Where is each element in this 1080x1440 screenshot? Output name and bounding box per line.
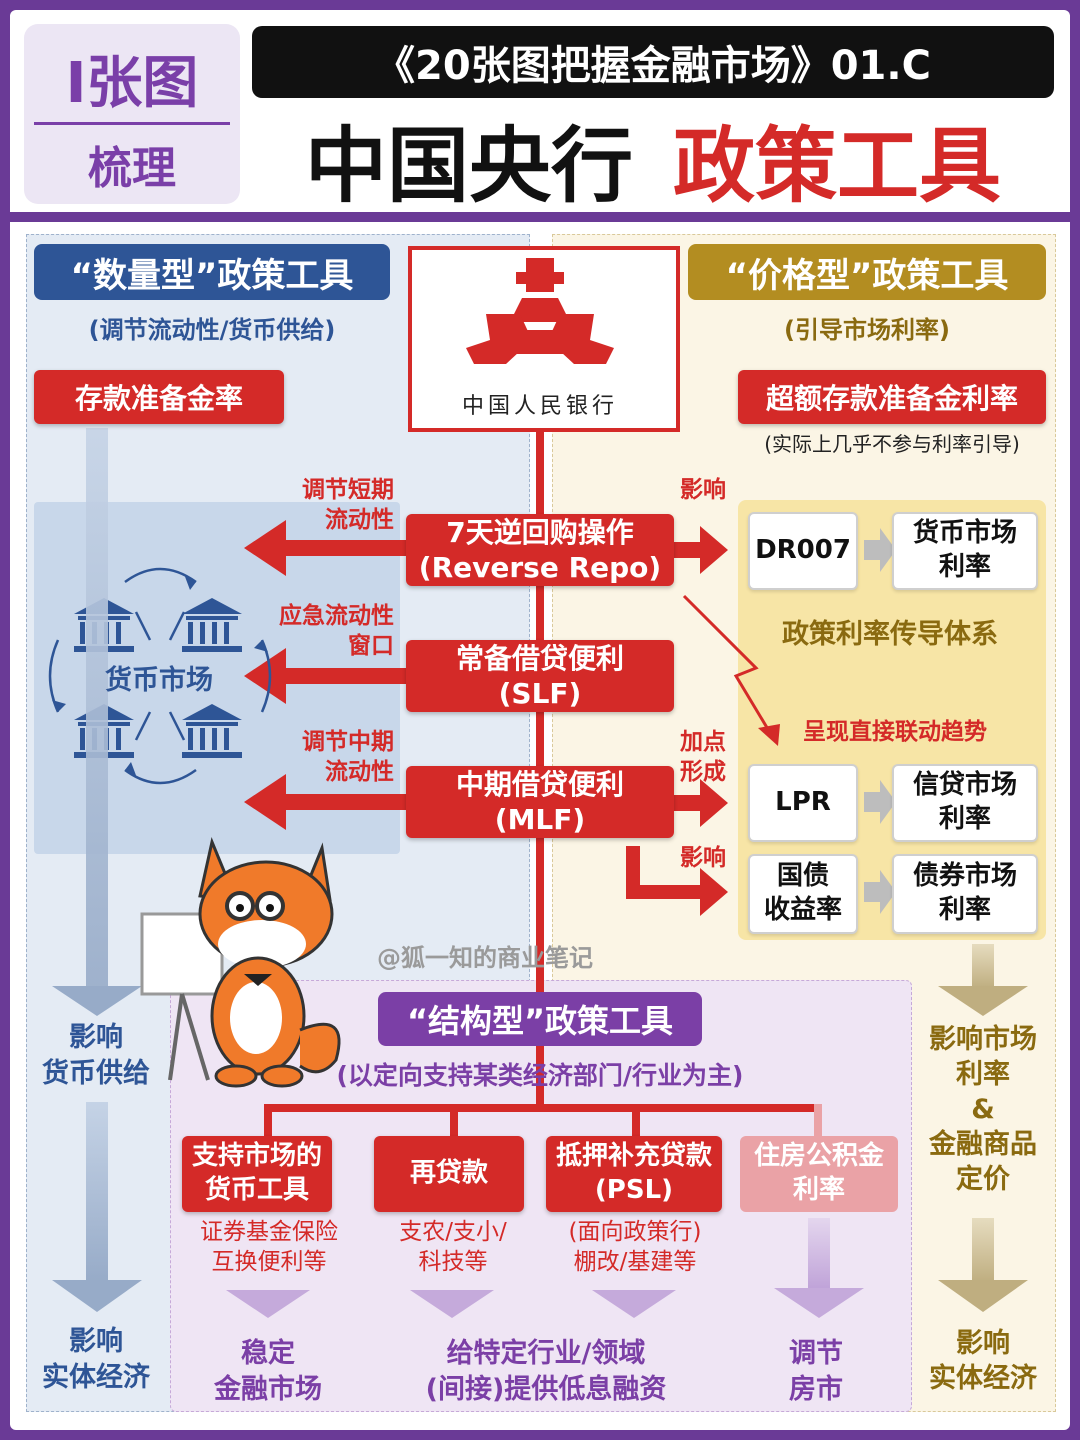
bond-market-rate-box: 债券市场 利率 bbox=[892, 854, 1038, 934]
watermark: @狐一知的商业笔记 bbox=[377, 944, 593, 972]
credit-market-rate-box: 信贷市场 利率 bbox=[892, 764, 1038, 842]
linkage-trend-label: 呈现直接联动趋势 bbox=[803, 719, 987, 745]
price-tools-heading: “价格型”政策工具 bbox=[688, 244, 1046, 300]
header-divider bbox=[10, 212, 1070, 222]
label-influence-1: 影响 bbox=[680, 477, 726, 503]
lpr-box: LPR bbox=[748, 764, 858, 842]
structural-tools-subtitle: (以定向支持某类经济部门/行业为主) bbox=[336, 1061, 744, 1090]
bank-icon bbox=[182, 598, 242, 652]
badge-bottom-text: 梳理 bbox=[88, 143, 176, 194]
badge-divider bbox=[34, 122, 230, 125]
series-title: 《20张图把握金融市场》01.C bbox=[252, 26, 1054, 98]
pboc-logo-icon bbox=[466, 258, 614, 364]
outcome-stable-market: 稳定 金融市场 bbox=[214, 1338, 322, 1406]
psl-desc: (面向政策行) 棚改/基建等 bbox=[568, 1219, 702, 1275]
structural-tools-heading: “结构型”政策工具 bbox=[378, 992, 702, 1046]
relending-box: 再贷款 bbox=[374, 1136, 524, 1212]
quantity-tools-heading: “数量型”政策工具 bbox=[34, 244, 390, 300]
reverse-repo-box: 7天逆回购操作 (Reverse Repo) bbox=[406, 514, 674, 586]
policy-rate-system-label: 政策利率传导体系 bbox=[782, 619, 998, 650]
effect-real-economy-left: 影响 实体经济 bbox=[42, 1326, 150, 1394]
effect-real-economy-right: 影响 实体经济 bbox=[929, 1328, 1037, 1395]
market-support-tool-box: 支持市场的 货币工具 bbox=[182, 1136, 332, 1212]
housing-fund-rate-box: 住房公积金 利率 bbox=[740, 1136, 898, 1212]
dr007-box: DR007 bbox=[748, 512, 858, 590]
relending-desc: 支农/支小/ 科技等 bbox=[399, 1219, 507, 1275]
effect-money-supply: 影响 货币供给 bbox=[42, 1022, 150, 1090]
arrow-left-reverse-repo bbox=[244, 520, 408, 576]
bank-icon bbox=[182, 704, 242, 758]
fox-mascot bbox=[140, 837, 341, 1088]
label-mid-liquidity: 调节中期 流动性 bbox=[302, 729, 394, 785]
quantity-tools-subtitle: (调节流动性/货币供给) bbox=[88, 316, 336, 344]
arrow-left-mlf bbox=[244, 774, 408, 830]
effect-market-rate: 影响市场 利率 & 金融商品 定价 bbox=[929, 1024, 1037, 1196]
badge-top-text: I张图 bbox=[65, 51, 199, 116]
reserve-ratio-box: 存款准备金率 bbox=[34, 370, 284, 424]
market-support-tool-desc: 证券基金保险 互换便利等 bbox=[200, 1219, 338, 1275]
excess-reserve-note: (实际上几乎不参与利率引导) bbox=[764, 432, 1020, 456]
label-markup: 加点 形成 bbox=[680, 729, 726, 785]
price-tools-subtitle: (引导市场利率) bbox=[784, 316, 950, 344]
pboc-name: 中国人民银行 bbox=[461, 394, 618, 419]
label-influence-2: 影响 bbox=[680, 845, 726, 871]
excess-reserve-rate-box: 超额存款准备金利率 bbox=[738, 370, 1046, 424]
title-red: 政策工具 bbox=[673, 118, 1002, 214]
psl-box: 抵押补充贷款 (PSL) bbox=[546, 1136, 722, 1212]
series-badge bbox=[24, 24, 240, 204]
label-emergency-liquidity: 应急流动性 窗口 bbox=[279, 603, 394, 659]
mlf-box: 中期借贷便利 (MLF) bbox=[406, 766, 674, 838]
label-short-liquidity: 调节短期 流动性 bbox=[302, 477, 394, 533]
money-market-rate-box: 货币市场 利率 bbox=[892, 512, 1038, 590]
title-black: 中国央行 bbox=[304, 118, 633, 214]
arrow-left-slf bbox=[244, 648, 408, 704]
outcome-low-cost-financing: 给特定行业/领域 (间接)提供低息融资 bbox=[425, 1338, 667, 1406]
treasury-yield-box: 国债 收益率 bbox=[748, 854, 858, 934]
slf-box: 常备借贷便利 (SLF) bbox=[406, 640, 674, 712]
outcome-housing-market: 调节 房市 bbox=[789, 1338, 843, 1406]
page-title: 中国央行 政策工具 bbox=[252, 108, 1054, 214]
money-market-label: 货币市场 bbox=[105, 665, 213, 696]
